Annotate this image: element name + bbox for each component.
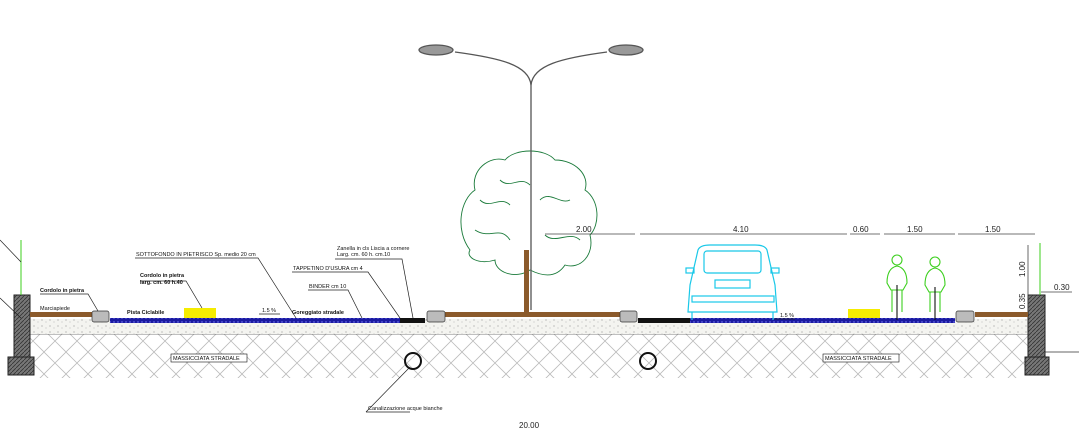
- label-massicciata-left: MASSICCIATA STRADALE: [173, 356, 240, 362]
- bike-lane-asphalt-left: [110, 318, 400, 323]
- leader-lines: [40, 257, 795, 413]
- median-strip: [445, 312, 620, 317]
- drain-pipe-left: [404, 352, 422, 370]
- label-pista-ciclabile: Pista Ciclabile: [127, 310, 164, 316]
- left-sidewalk: [30, 312, 92, 317]
- curbs: [91, 310, 975, 323]
- right-wall: [1027, 294, 1046, 358]
- dim-2-00: 2.00: [576, 225, 592, 234]
- label-zanella-size: Larg. cm. 60 h. cm.10: [337, 252, 390, 258]
- label-slope-left: 1.5 %: [262, 308, 276, 314]
- label-slope-right: 1.5 %: [780, 313, 794, 319]
- road-asphalt-right: [690, 318, 955, 323]
- car: [685, 244, 780, 320]
- dim-1-50-a: 1.50: [907, 225, 923, 234]
- dim-0-60: 0.60: [853, 225, 869, 234]
- label-zanella: Zanella in cls Liscia a cornere: [337, 246, 409, 252]
- dimension-lines: [545, 233, 1072, 312]
- label-cordolo-size-2: larg. cm. 60 h.40: [140, 280, 183, 286]
- label-cordolo-size-1: Cordolo in pietra: [140, 273, 185, 279]
- dim-4-10: 4.10: [733, 225, 749, 234]
- left-wall: [13, 294, 31, 358]
- label-cordolo-pietra: Cordolo in pietra: [40, 288, 85, 294]
- dim-1-50-b: 1.50: [985, 225, 1001, 234]
- cyclist-2: [924, 256, 946, 320]
- label-binder: BINDER cm 10: [309, 284, 346, 290]
- yellow-marker-right: [848, 309, 880, 318]
- right-sidewalk: [975, 312, 1028, 317]
- tree-trunk: [524, 250, 529, 312]
- drain-pipe-right: [639, 352, 657, 370]
- tree: [460, 150, 598, 276]
- dim-0-35: 0.35: [1018, 293, 1027, 309]
- label-marciapiede: Marciapiede: [40, 306, 70, 312]
- dim-1-00: 1.00: [1018, 261, 1027, 277]
- dim-0-30: 0.30: [1054, 283, 1070, 292]
- label-massicciata-right: MASSICCIATA STRADALE: [825, 356, 892, 362]
- label-tappetino: TAPPETINO D'USURA cm 4: [293, 266, 363, 272]
- label-canalizzazione: Canalizzazione acque bianche: [368, 406, 443, 412]
- yellow-marker-left: [184, 308, 216, 318]
- cyclist-1: [886, 254, 908, 320]
- street-lamp: [418, 44, 644, 310]
- dim-total: 20.00: [519, 421, 540, 430]
- label-sottofondo: SOTTOFONDO IN PIETRISCO Sp. medio 20 cm: [136, 252, 256, 258]
- label-goreggiato: Goreggiato stradale: [292, 310, 344, 316]
